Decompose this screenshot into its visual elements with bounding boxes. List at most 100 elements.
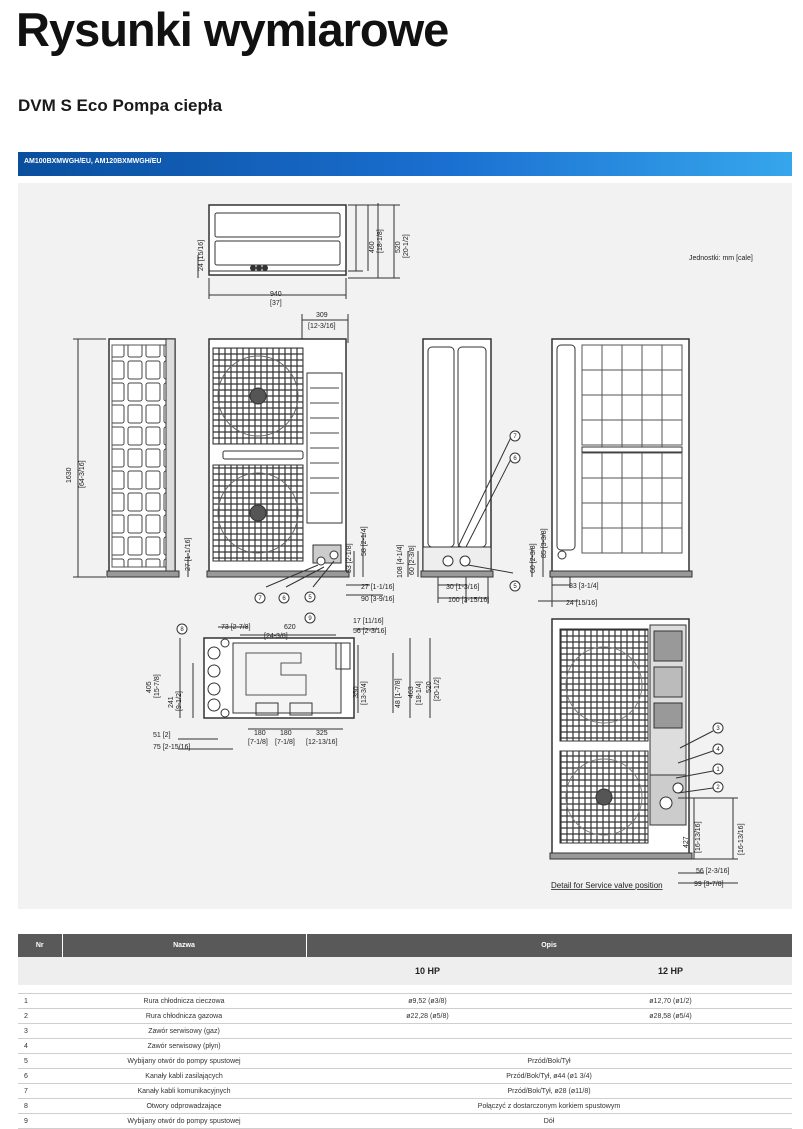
dim-241: 241 bbox=[168, 696, 175, 708]
dim-108: 108 [4-1/4] bbox=[397, 544, 404, 578]
drawing-svg: Jednostki: mm [cale] 24 [15/16] 460 [18-… bbox=[66, 203, 753, 890]
dim-325-in: [12-13/16] bbox=[306, 739, 338, 746]
table-gap-row bbox=[18, 985, 792, 994]
row-name: Zawór serwisowy (płyn) bbox=[62, 1038, 306, 1054]
dim-51: 51 [2] bbox=[153, 732, 171, 739]
dim-427-outer-in: [16-13/16] bbox=[738, 823, 745, 855]
callout-5-front: 5 bbox=[308, 595, 312, 601]
dim-520: 520 bbox=[395, 241, 402, 253]
dim-940: 940 bbox=[270, 291, 282, 298]
dim-top-24: 24 [15/16] bbox=[198, 240, 205, 271]
row-12hp: ø12,70 (ø1/2) bbox=[549, 993, 792, 1009]
dim-27-side: 27 [1-1/16] bbox=[185, 537, 192, 571]
table-row: 1 Rura chłodnicza cieczowa ø9,52 (ø3/8) … bbox=[18, 993, 792, 1009]
row-nr: 8 bbox=[18, 1098, 62, 1114]
table-subheader-row: 10 HP 12 HP bbox=[18, 957, 792, 985]
dim-427-in: [16-13/16] bbox=[695, 821, 702, 853]
callout-3-detail: 3 bbox=[716, 726, 720, 732]
dim-58: 58 [2-1/4] bbox=[361, 526, 368, 556]
callout-6-front: 6 bbox=[282, 596, 286, 602]
dim-460: 460 bbox=[369, 241, 376, 253]
row-name: Otwory odprowadzające bbox=[62, 1098, 306, 1114]
page-title: Rysunki wymiarowe bbox=[16, 3, 449, 56]
dim-427: 427 bbox=[683, 836, 690, 848]
row-name: Kanały kabli komunikacyjnych bbox=[62, 1083, 306, 1099]
callout-7-side: 7 bbox=[513, 434, 517, 440]
row-nr: 4 bbox=[18, 1038, 62, 1054]
row-desc: Przód/Bok/Tył bbox=[306, 1053, 792, 1069]
row-nr: 9 bbox=[18, 1113, 62, 1129]
dim-100: 100 [3-15/16] bbox=[448, 597, 489, 604]
callout-7-front: 7 bbox=[258, 596, 262, 602]
dim-463-in: [18-1/4] bbox=[416, 681, 423, 705]
dim-83: 83 [3-1/4] bbox=[569, 583, 599, 590]
subheader-12hp: 12 HP bbox=[549, 957, 792, 985]
dim-180a-in: [7-1/8] bbox=[248, 739, 268, 746]
dim-30: 30 [1-3/16] bbox=[446, 584, 480, 591]
dim-56-detail: 56 [2-3/16] bbox=[696, 868, 730, 875]
table-row: 7 Kanały kabli komunikacyjnych Przód/Bok… bbox=[18, 1083, 792, 1099]
callout-1-detail: 1 bbox=[716, 767, 720, 773]
dim-48: 48 [1-7/8] bbox=[395, 678, 402, 708]
dim-17: 17 [11/16] bbox=[353, 618, 384, 625]
dim-60-rear: 60 [2-3/8] bbox=[530, 543, 537, 573]
dim-56-base: 56 [2-3/16] bbox=[353, 628, 387, 635]
row-nr: 3 bbox=[18, 1023, 62, 1039]
row-nr: 7 bbox=[18, 1083, 62, 1099]
table-row: 5 Wybijany otwór do pompy spustowej Przó… bbox=[18, 1053, 792, 1069]
row-desc: Połączyć z dostarczonym korkiem spustowy… bbox=[306, 1098, 792, 1114]
row-name: Wybijany otwór do pompy spustowej bbox=[62, 1053, 306, 1069]
dim-520-base: 520 bbox=[426, 681, 433, 693]
dim-85: 85 [3-3/8] bbox=[541, 528, 548, 558]
dim-241-in: [9-1/2] bbox=[176, 691, 183, 711]
row-10hp: ø9,52 (ø3/8) bbox=[306, 993, 549, 1009]
table-row: 6 Kanały kabli zasilających Przód/Bok/Ty… bbox=[18, 1068, 792, 1084]
dim-350: 350 bbox=[353, 686, 360, 698]
units-note: Jednostki: mm [cale] bbox=[689, 255, 753, 262]
right-side-view bbox=[407, 338, 514, 603]
service-valve-detail-view bbox=[549, 618, 738, 884]
dim-620-in: [24-3/8] bbox=[264, 633, 288, 640]
row-name: Rura chłodnicza cieczowa bbox=[62, 993, 306, 1009]
dim-1630: 1630 bbox=[66, 467, 73, 483]
callout-4-detail: 4 bbox=[716, 747, 720, 753]
row-10hp: ø22,28 (ø5/8) bbox=[306, 1008, 549, 1024]
callout-8-base: 8 bbox=[180, 627, 184, 633]
dim-325: 325 bbox=[316, 730, 328, 737]
left-side-view bbox=[73, 338, 189, 578]
dim-309-in: [12-3/16] bbox=[308, 323, 336, 330]
table-row: 2 Rura chłodnicza gazowa ø22,28 (ø5/8) ø… bbox=[18, 1008, 792, 1024]
row-12hp: ø28,58 (ø5/4) bbox=[549, 1008, 792, 1024]
table-row: 3 Zawór serwisowy (gaz) bbox=[18, 1023, 792, 1039]
page-subtitle: DVM S Eco Pompa ciepła bbox=[18, 96, 223, 115]
header-nr: Nr bbox=[18, 934, 63, 957]
callout-9-base: 9 bbox=[308, 616, 312, 622]
dim-940-in: [37] bbox=[270, 300, 282, 307]
dim-60-side: 60 [2-3/8] bbox=[409, 545, 416, 575]
dim-309: 309 bbox=[316, 312, 328, 319]
table-row: 9 Wybijany otwór do pompy spustowej Dół bbox=[18, 1113, 792, 1129]
dim-24-rear: 24 [15/16] bbox=[566, 600, 597, 607]
detail-caption: Detail for Service valve position bbox=[551, 881, 663, 890]
row-nr: 6 bbox=[18, 1068, 62, 1084]
row-name: Wybijany otwór do pompy spustowej bbox=[62, 1113, 306, 1129]
dim-53: 53 [2-1/8] bbox=[346, 543, 353, 573]
callout-6-side: 6 bbox=[513, 456, 517, 462]
dimensional-drawing: Jednostki: mm [cale] 24 [15/16] 460 [18-… bbox=[18, 183, 792, 909]
rear-view bbox=[531, 338, 693, 607]
row-desc bbox=[306, 1038, 792, 1054]
dim-75: 75 [2-15/16] bbox=[153, 744, 190, 751]
dim-180b-in: [7-1/8] bbox=[275, 739, 295, 746]
dim-405-in: [15-7/8] bbox=[154, 674, 161, 698]
subheader-10hp: 10 HP bbox=[306, 957, 549, 985]
header-name: Nazwa bbox=[62, 934, 307, 957]
dim-405: 405 bbox=[146, 681, 153, 693]
model-bar: AM100BXMWGH/EU, AM120BXMWGH/EU bbox=[18, 152, 792, 176]
front-view bbox=[206, 338, 383, 596]
dim-99: 99 [3-7/8] bbox=[694, 881, 724, 888]
callout-2-detail: 2 bbox=[716, 785, 720, 791]
table-row: 8 Otwory odprowadzające Połączyć z dosta… bbox=[18, 1098, 792, 1114]
dim-350-in: [13-3/4] bbox=[361, 681, 368, 705]
dim-1630-in: [64-3/16] bbox=[79, 460, 86, 488]
dim-620: 620 bbox=[284, 624, 296, 631]
